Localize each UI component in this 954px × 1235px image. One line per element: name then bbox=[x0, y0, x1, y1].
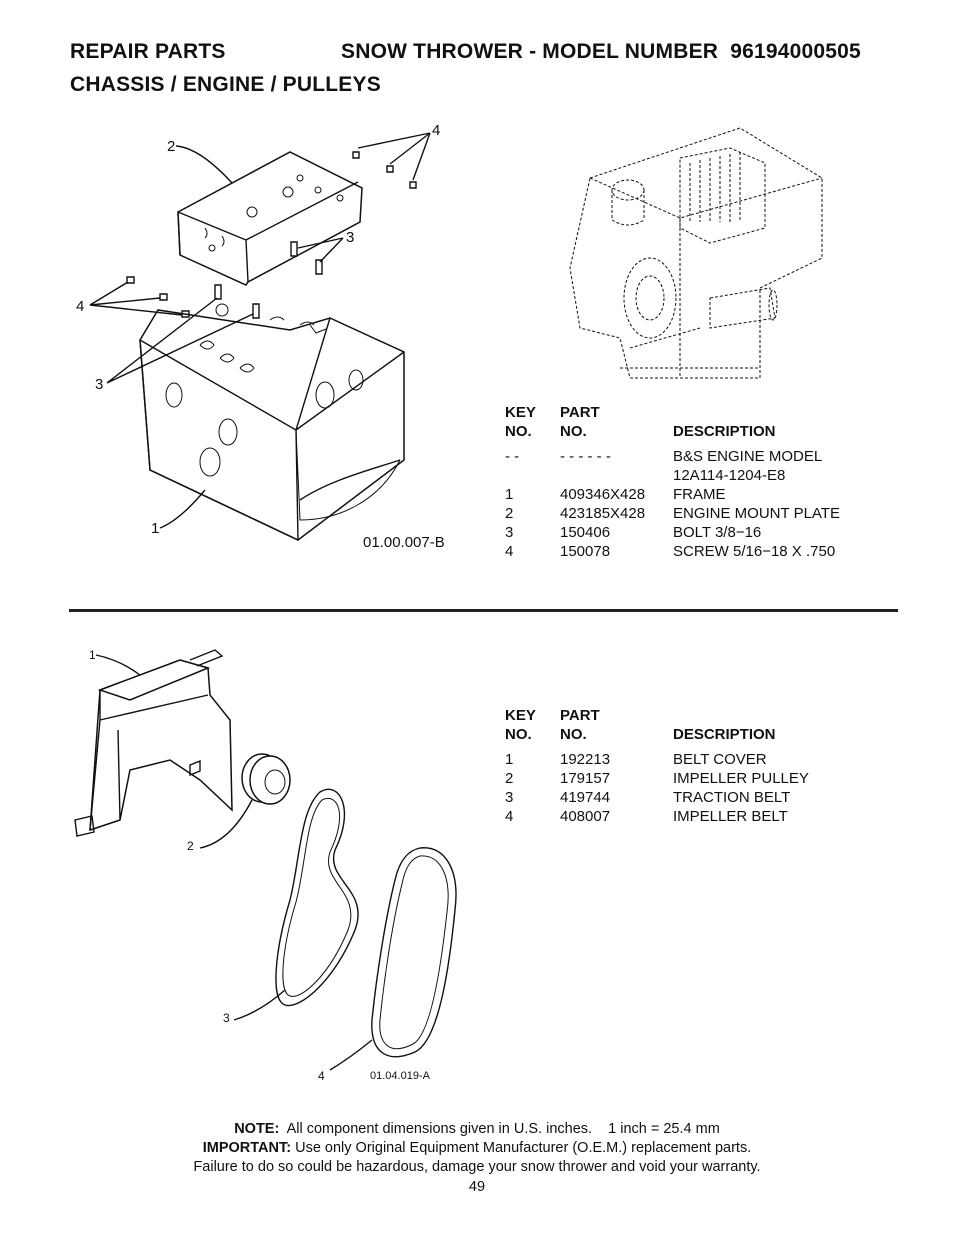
engine-reference-drawing bbox=[569, 127, 823, 379]
drawing-id: 01.04.019-A bbox=[370, 1070, 430, 1082]
callout-4: 4 bbox=[76, 298, 85, 315]
impeller-belt-drawing bbox=[371, 847, 457, 1058]
chassis-exploded-diagram bbox=[89, 132, 431, 542]
footer-important: IMPORTANT: Use only Original Equipment M… bbox=[202, 1140, 752, 1156]
section-title: REPAIR PARTS bbox=[70, 40, 226, 63]
callout-1: 1 bbox=[151, 520, 160, 537]
callout-3: 3 bbox=[223, 1011, 230, 1025]
footer-warning: Failure to do so could be hazardous, dam… bbox=[193, 1159, 761, 1175]
belt-cover-drawing bbox=[74, 649, 233, 837]
callout-2: 2 bbox=[187, 839, 194, 853]
engine-mount-plate-drawing bbox=[177, 151, 363, 286]
footer-note: NOTE: All component dimensions given in … bbox=[234, 1121, 720, 1137]
callout-3: 3 bbox=[95, 376, 104, 393]
callout-4: 4 bbox=[432, 122, 441, 139]
leader-lines-top bbox=[89, 132, 431, 529]
drawing-id: 01.00.007-B bbox=[363, 534, 445, 551]
frame-drawing bbox=[139, 303, 405, 542]
traction-belt-drawing bbox=[275, 788, 359, 1007]
page-number: 49 bbox=[468, 1179, 486, 1195]
section-divider bbox=[69, 609, 898, 612]
impeller-pulley-drawing bbox=[241, 753, 291, 805]
callout-1: 1 bbox=[89, 648, 96, 662]
callout-2: 2 bbox=[167, 138, 176, 155]
callout-4: 4 bbox=[318, 1069, 325, 1083]
belts-exploded-diagram bbox=[74, 649, 457, 1071]
model-heading: SNOW THROWER - MODEL NUMBER 96194000505 bbox=[341, 40, 861, 63]
callout-3: 3 bbox=[346, 229, 355, 246]
table-row: 12A114-1204-E8 bbox=[673, 467, 786, 484]
leader-lines-bottom bbox=[95, 654, 373, 1071]
page-subtitle: CHASSIS / ENGINE / PULLEYS bbox=[70, 73, 381, 96]
table-row: - -- - - - - -B&S ENGINE MODEL bbox=[505, 448, 823, 465]
